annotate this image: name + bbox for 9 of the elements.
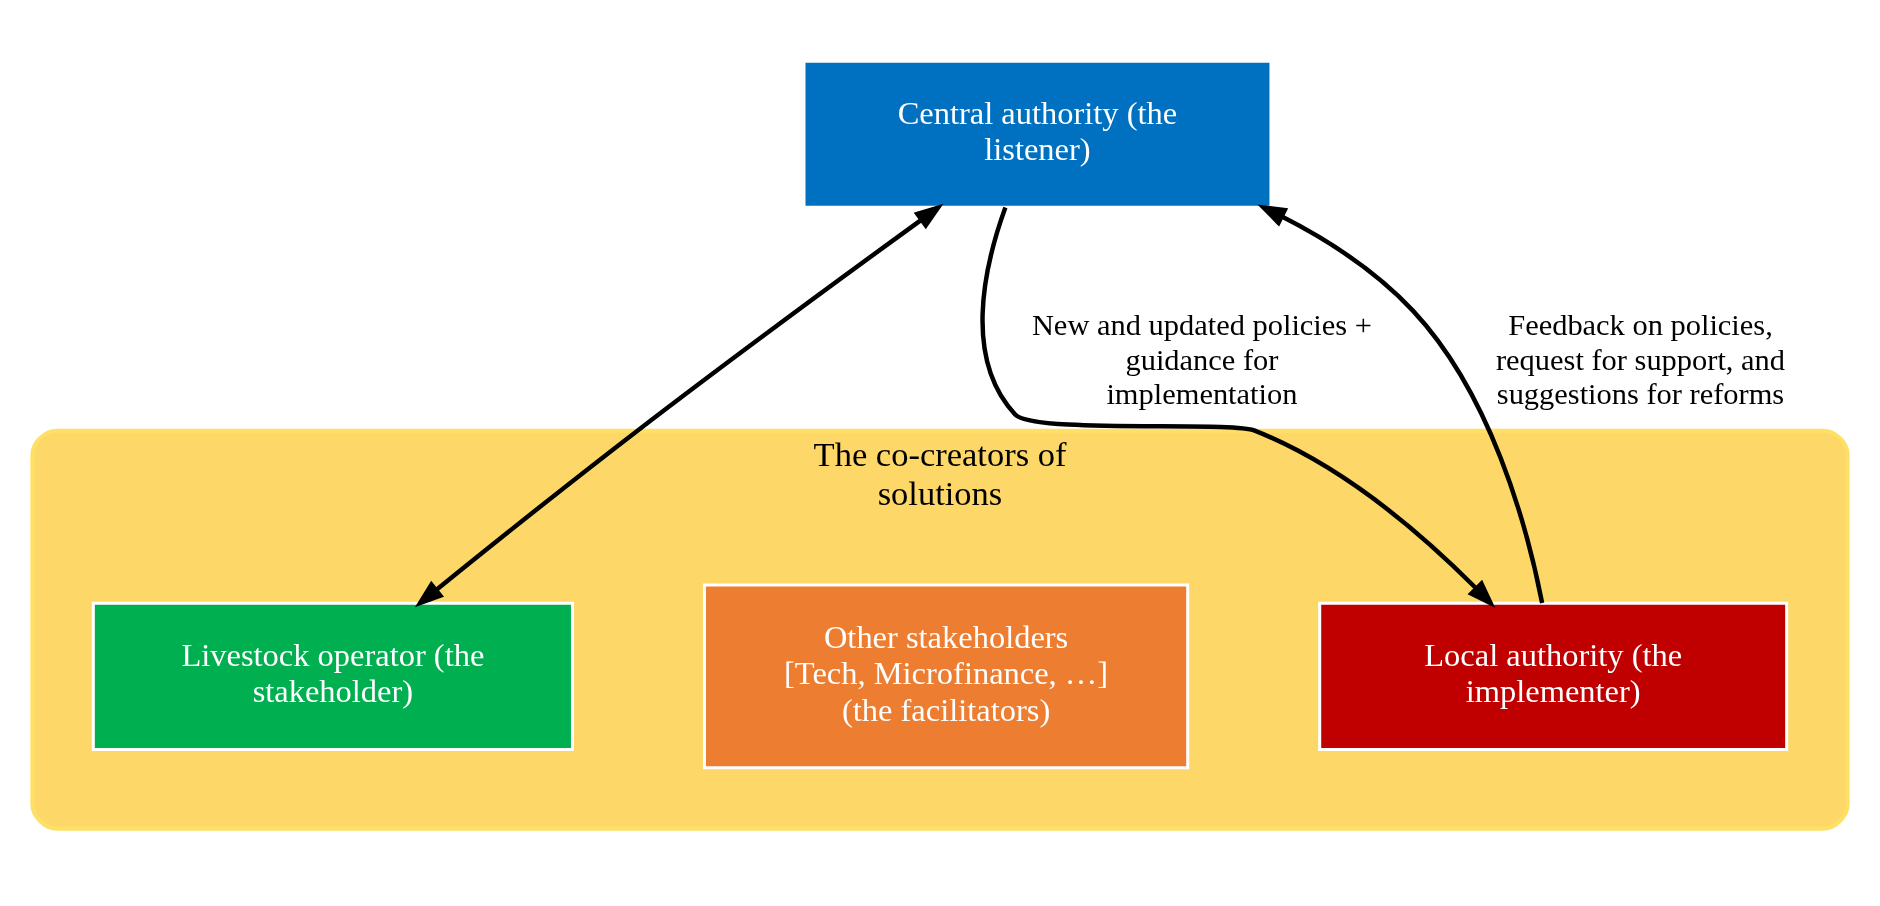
edge-label: Feedback on policies, request for support, and suggestions for reforms xyxy=(1495,308,1786,412)
arrow xyxy=(414,203,944,608)
node-box: Livestock operator (the stakeholder) xyxy=(91,601,574,751)
node-box: Local authority (the implementer) xyxy=(1318,601,1789,751)
arrow xyxy=(1257,204,1545,604)
arrow xyxy=(980,206,1496,608)
edge-label: New and updated policies + guidance for implementation xyxy=(1031,308,1372,412)
node-box: Other stakeholders [Tech, Microfinance, …] (the facilitators) xyxy=(702,583,1190,770)
node-box: Central authority (the listener) xyxy=(802,59,1273,209)
